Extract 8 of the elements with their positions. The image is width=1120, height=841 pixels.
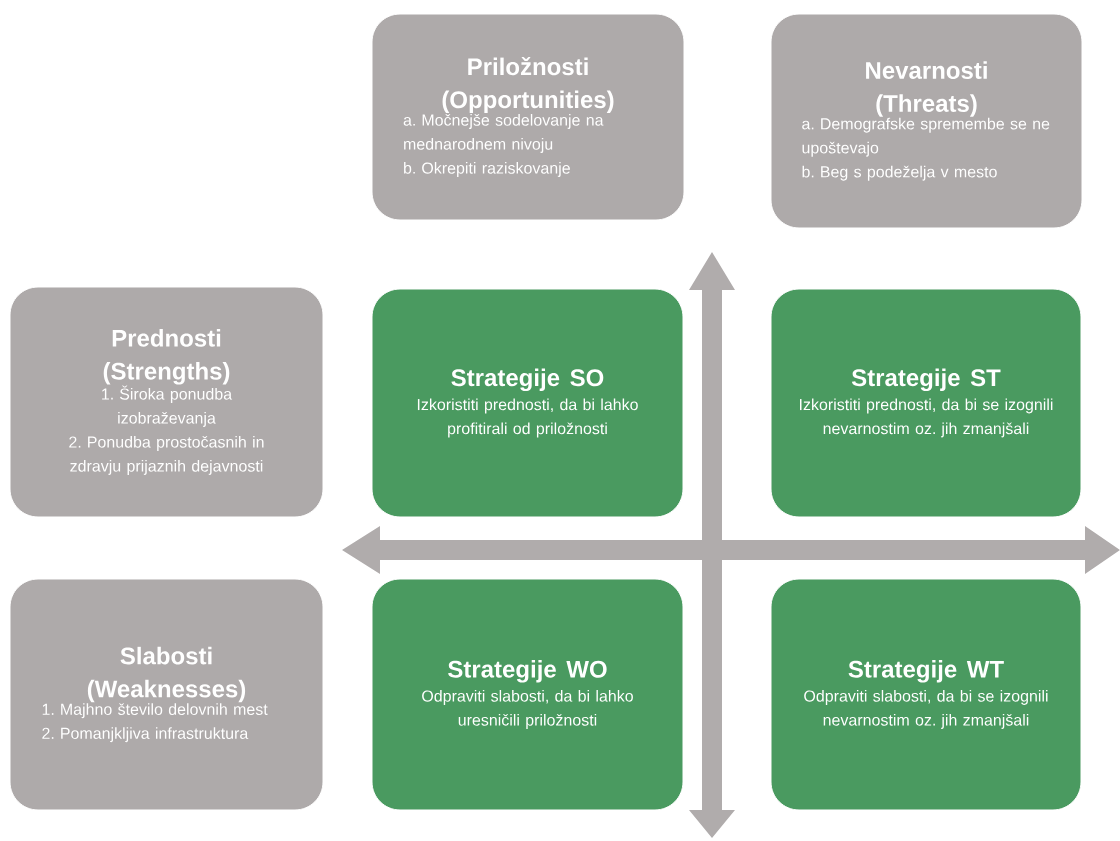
- factor-box: Nevarnosti (Threats) a. Demografske spremembe se ne upoštevajo b. Beg s podeželja v mesto: [770, 13, 1083, 229]
- factor-box: Priložnosti (Opportunities) a. Močnejše sodelovanje na mednarodnem nivoju b. Okrepiti raziskovanje: [371, 13, 685, 221]
- factor-box: Slabosti (Weaknesses) 1. Majhno število delovnih mest 2. Pomanjkljiva infrastruktura: [9, 578, 324, 811]
- strategy-box: Strategije SO Izkoristiti prednosti, da bi lahko profitirali od priložnosti: [371, 288, 684, 518]
- strategy-box: Strategije WT Odpraviti slabosti, da bi se izognili nevarnostim oz. jih zmanjšali: [770, 578, 1082, 811]
- factor-box: Prednosti (Strengths) 1. Široka ponudba izobraževanja 2. Ponudba prostočasnih in zdravju prijaznih dejavnosti: [9, 286, 324, 518]
- strategy-box: Strategije WO Odpraviti slabosti, da bi lahko uresničili priložnosti: [371, 578, 684, 811]
- strategy-box: Strategije ST Izkoristiti prednosti, da bi se izognili nevarnostim oz. jih zmanjšali: [770, 288, 1082, 518]
